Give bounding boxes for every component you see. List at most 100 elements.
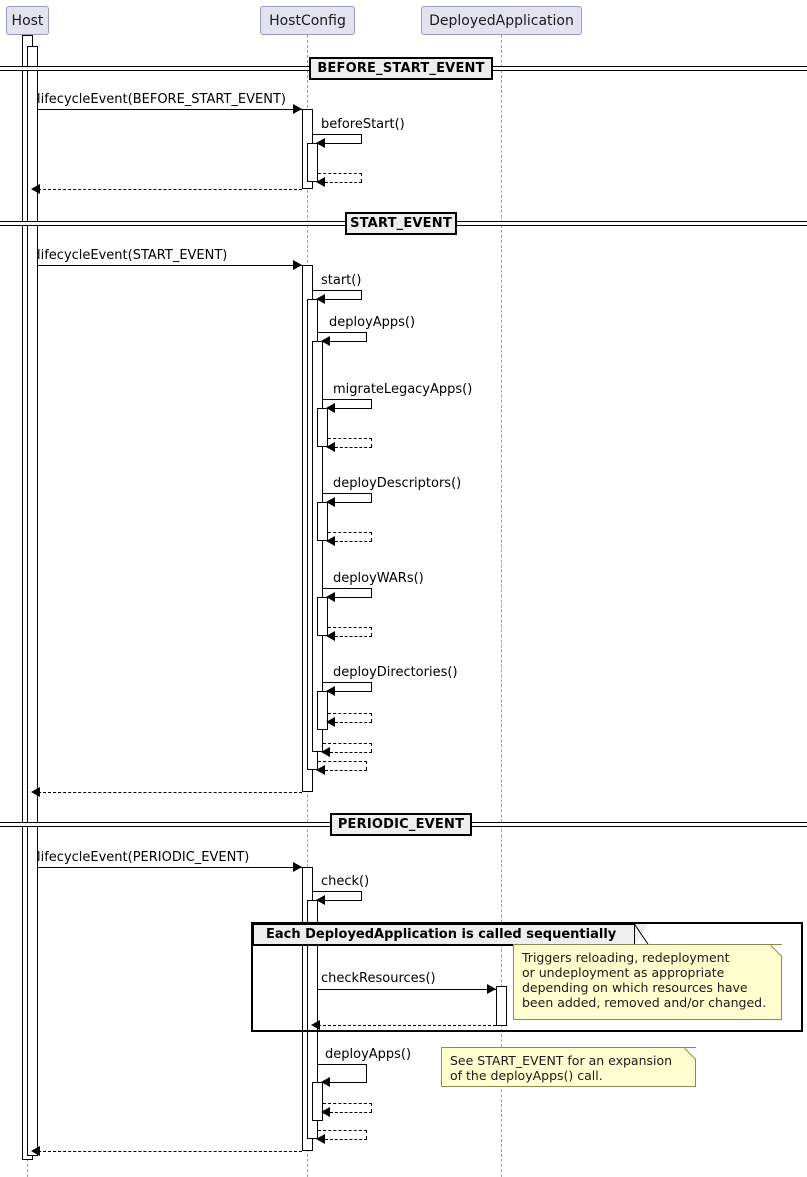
- arrowhead-return-periodic: [31, 1146, 40, 1156]
- arrowhead-deploydescriptors-call: [326, 497, 335, 507]
- arrowhead-check-call: [316, 895, 325, 905]
- arrowhead-deploywars-return: [326, 631, 335, 641]
- message-vline-deploydescriptors-ret: [371, 532, 372, 541]
- arrowhead-start-return: [316, 765, 325, 775]
- message-label-deploydescriptors: deployDescriptors(): [333, 476, 462, 491]
- note-deployapps: See START_EVENT for an expansion of the …: [441, 1047, 696, 1087]
- note-checkresources-fold: [771, 945, 782, 956]
- message-line-deploydescriptors-ret-in: [335, 541, 372, 542]
- participant-host[interactable]: Host: [6, 6, 49, 35]
- message-line-beforestart-ret-in: [325, 182, 362, 183]
- message-label-migratelegacyapps: migrateLegacyApps(): [333, 382, 473, 397]
- participant-deployedapplication-label: DeployedApplication: [429, 12, 574, 29]
- arrowhead-migratelegacyapps-return: [326, 442, 335, 452]
- message-line-check-ret-in: [325, 1139, 367, 1140]
- message-line-deployapps-ret-in: [330, 752, 372, 753]
- divider-periodic-event-label: PERIODIC_EVENT: [337, 817, 465, 832]
- arrowhead-beforestart-return: [316, 177, 325, 187]
- message-line-deploywars-out: [323, 588, 372, 589]
- message-vline-deployapps: [366, 332, 367, 341]
- arrowhead-start-call: [316, 294, 325, 304]
- activation-hostconfig-deploywars: [317, 597, 328, 636]
- message-line-return-before-start: [38, 189, 302, 190]
- message-line-migratelegacyapps-in: [335, 408, 372, 409]
- message-vline-check-ret: [366, 1130, 367, 1139]
- activation-hostconfig-deployapps-l3: [312, 341, 323, 752]
- message-line-deployapps-periodic-ret-out: [323, 1103, 372, 1104]
- group-each-deployedapplication-label: Each DeployedApplication is called seque…: [266, 927, 617, 942]
- arrowhead-deployapps-periodic-call: [321, 1077, 330, 1087]
- message-line-migratelegacyapps-ret-in: [335, 447, 372, 448]
- message-line-deploydescriptors-out: [323, 493, 372, 494]
- message-label-deploywars: deployWARs(): [333, 571, 424, 586]
- message-label-check: check(): [321, 874, 370, 889]
- activation-hostconfig-beforestart-self: [307, 143, 318, 182]
- message-line-deployapps-out: [318, 332, 367, 333]
- arrowhead-lifecycle-start: [293, 260, 302, 270]
- message-vline-deploywars-ret: [371, 627, 372, 636]
- message-label-lifecycle-start: lifecycleEvent(START_EVENT): [37, 248, 228, 263]
- arrowhead-deploydescriptors-return: [326, 536, 335, 546]
- arrowhead-deployapps-call: [321, 336, 330, 346]
- message-label-lifecycle-before-start: lifecycleEvent(BEFORE_START_EVENT): [37, 92, 286, 107]
- message-line-deployapps-periodic-out: [318, 1064, 367, 1065]
- message-vline-deployapps-periodic-ret: [371, 1103, 372, 1112]
- message-line-deployapps-periodic-in: [330, 1082, 367, 1083]
- message-label-deploydirectories: deployDirectories(): [333, 665, 458, 680]
- arrowhead-return-before-start: [31, 184, 40, 194]
- activation-hostconfig-deploydirectories: [317, 691, 328, 730]
- message-line-deploywars-in: [335, 597, 372, 598]
- arrowhead-deployapps-periodic-return: [321, 1107, 330, 1117]
- message-line-start-ret-in: [325, 770, 367, 771]
- divider-before-start-event-label: BEFORE_START_EVENT: [317, 61, 485, 76]
- message-line-beforestart-ret-out: [318, 173, 362, 174]
- message-line-return-periodic: [38, 1151, 302, 1152]
- message-line-lifecycle-periodic: [38, 867, 302, 868]
- message-label-lifecycle-periodic: lifecycleEvent(PERIODIC_EVENT): [37, 850, 250, 865]
- divider-before-start-event: BEFORE_START_EVENT: [309, 57, 493, 80]
- message-line-start-out: [313, 290, 362, 291]
- group-tab-bottom-line: [253, 945, 635, 946]
- message-line-deploydescriptors-in: [335, 502, 372, 503]
- note-deployapps-fold: [685, 1048, 696, 1059]
- participant-hostconfig[interactable]: HostConfig: [260, 6, 355, 35]
- message-line-migratelegacyapps-ret-out: [328, 438, 372, 439]
- message-vline-migratelegacyapps-ret: [371, 438, 372, 447]
- message-label-start: start(): [321, 273, 362, 288]
- divider-start-event: START_EVENT: [345, 212, 457, 235]
- message-vline-deploydirectories-ret: [371, 713, 372, 722]
- message-vline-check: [361, 891, 362, 900]
- message-line-deploydirectories-ret-in: [335, 722, 372, 723]
- activation-hostconfig-deploydescriptors: [317, 502, 328, 541]
- group-each-deployedapplication: [251, 922, 803, 1032]
- message-line-check-out: [313, 891, 362, 892]
- activation-hostconfig-deployapps-periodic: [312, 1082, 323, 1121]
- message-line-checkresources-return: [318, 1025, 496, 1026]
- arrowhead-deployapps-return: [321, 747, 330, 757]
- message-vline-start-ret: [366, 761, 367, 770]
- message-line-lifecycle-before-start: [38, 109, 302, 110]
- arrowhead-beforestart-return-in: [316, 138, 325, 148]
- message-line-beforestart-in: [325, 143, 362, 144]
- message-line-start-in: [325, 299, 362, 300]
- arrowhead-checkresources: [487, 984, 496, 994]
- message-line-start-ret-out: [318, 761, 367, 762]
- message-vline-deployapps-periodic: [366, 1064, 367, 1082]
- message-line-deploydirectories-out: [323, 682, 372, 683]
- arrowhead-return-start: [31, 787, 40, 797]
- arrowhead-lifecycle-periodic: [293, 862, 302, 872]
- message-line-checkresources: [318, 989, 496, 990]
- message-vline-beforestart-ret: [361, 173, 362, 182]
- message-vline-deploydescriptors: [371, 493, 372, 502]
- message-line-return-start: [38, 792, 302, 793]
- arrowhead-lifecycle-before-start: [293, 104, 302, 114]
- note-checkresources: Triggers reloading, redeployment or unde…: [513, 944, 782, 1020]
- message-label-deployapps-start: deployApps(): [329, 315, 416, 330]
- message-line-check-in: [325, 900, 362, 901]
- arrowhead-check-return: [316, 1134, 325, 1144]
- participant-deployedapplication[interactable]: DeployedApplication: [421, 6, 582, 35]
- message-label-checkresources: checkResources(): [321, 971, 436, 986]
- divider-periodic-event: PERIODIC_EVENT: [330, 813, 472, 836]
- message-line-deploydescriptors-ret-out: [328, 532, 372, 533]
